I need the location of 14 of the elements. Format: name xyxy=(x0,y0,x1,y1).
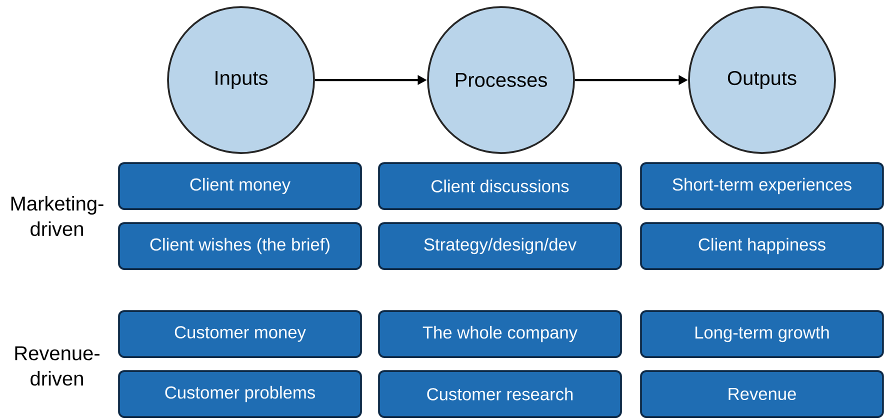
row-label: Marketing-driven xyxy=(11,196,104,236)
item-box: The whole company xyxy=(378,310,622,358)
item-box: Revenue xyxy=(640,370,884,418)
item-box: Strategy/design/dev xyxy=(378,222,622,270)
item-box: Client happiness xyxy=(640,222,884,270)
item-box: Client money xyxy=(118,162,362,210)
row-label: Revenue-driven xyxy=(15,346,100,386)
item-box: Client discussions xyxy=(378,162,622,210)
item-box: Short-term experiences xyxy=(640,162,884,210)
item-box: Client wishes (the brief) xyxy=(118,222,362,270)
item-box: Customer research xyxy=(378,370,622,418)
item-box: Customer money xyxy=(118,310,362,358)
item-box: Customer problems xyxy=(118,370,362,418)
item-box: Long-term growth xyxy=(640,310,884,358)
